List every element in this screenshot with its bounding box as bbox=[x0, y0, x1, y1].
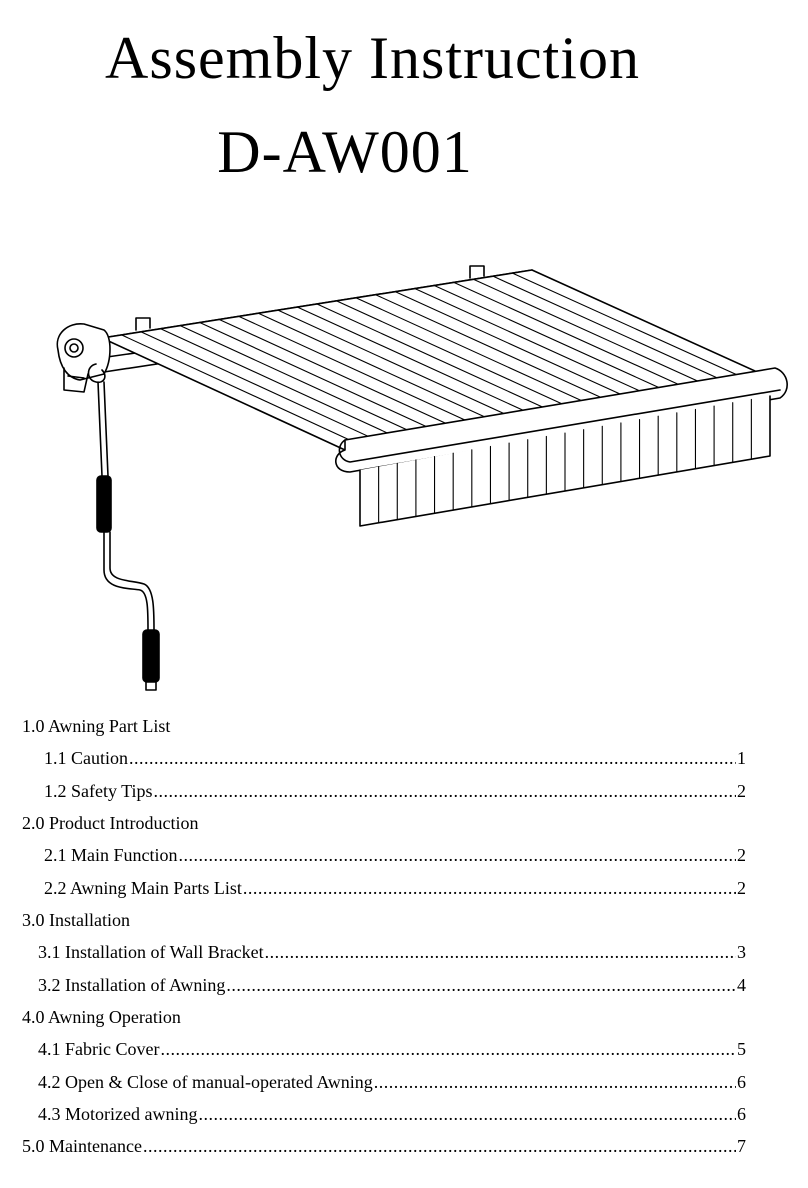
toc-item[interactable]: 3.1 Installation of Wall Bracket3 bbox=[38, 940, 746, 964]
awning-illustration bbox=[56, 265, 788, 691]
toc-item[interactable]: 4.1 Fabric Cover5 bbox=[38, 1037, 746, 1061]
toc-item[interactable]: 5.0 Maintenance7 bbox=[22, 1134, 746, 1158]
toc-item[interactable]: 4.3 Motorized awning6 bbox=[38, 1102, 746, 1126]
model-number: D-AW001 bbox=[217, 119, 473, 185]
toc-item[interactable]: 2.2 Awning Main Parts List2 bbox=[44, 876, 746, 900]
toc-item[interactable]: 4.2 Open & Close of manual-operated Awni… bbox=[38, 1070, 746, 1094]
toc-item[interactable]: 3.2 Installation of Awning4 bbox=[38, 973, 746, 997]
toc-item[interactable]: 3.0 Installation bbox=[22, 910, 130, 930]
toc-item[interactable]: 4.0 Awning Operation bbox=[22, 1007, 181, 1027]
toc-item[interactable]: 1.1 Caution1 bbox=[44, 746, 746, 770]
document-title: Assembly Instruction bbox=[105, 25, 640, 91]
toc-item[interactable]: 2.1 Main Function2 bbox=[44, 843, 746, 867]
toc-item[interactable]: 1.2 Safety Tips2 bbox=[44, 779, 746, 803]
toc-item[interactable]: 2.0 Product Introduction bbox=[22, 813, 199, 833]
toc-item[interactable]: 1.0 Awning Part List bbox=[22, 716, 171, 736]
